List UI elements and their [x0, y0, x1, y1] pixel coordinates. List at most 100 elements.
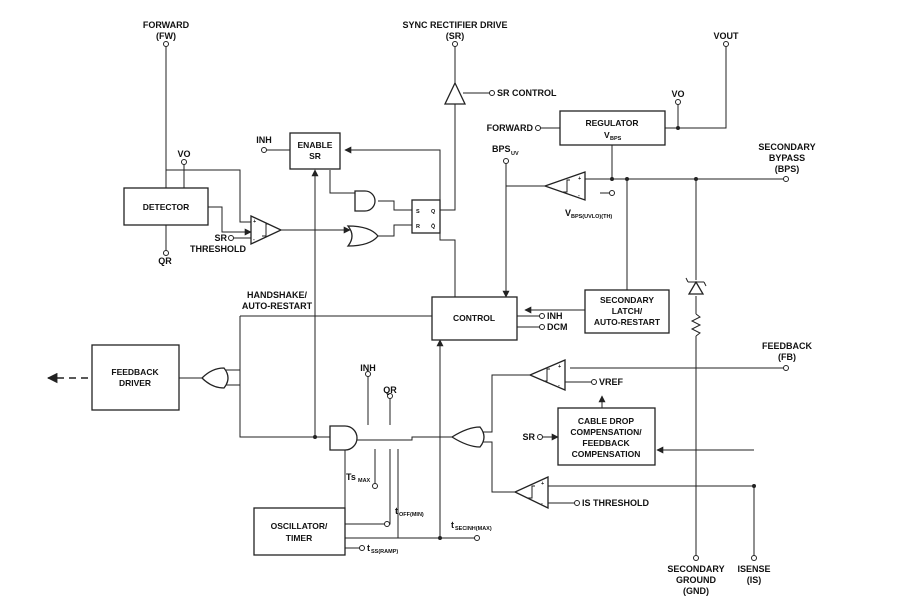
zener-diode [685, 277, 707, 295]
oscillator-timer-block: OSCILLATOR/ TIMER [253, 507, 346, 556]
svg-text:SS(RAMP): SS(RAMP) [371, 549, 398, 555]
svg-text:OSCILLATOR/: OSCILLATOR/ [271, 521, 328, 531]
svg-text:-: - [558, 383, 560, 389]
cable-drop-block: CABLE DROP COMPENSATION/ FEEDBACK COMPEN… [557, 407, 656, 466]
sr-threshold-comparator: + - [250, 214, 283, 246]
svg-text:+: + [253, 219, 256, 225]
svg-text:(SR): (SR) [446, 31, 465, 41]
svg-text:FORWARD: FORWARD [487, 123, 534, 133]
svg-text:SYNC RECTIFIER DRIVE: SYNC RECTIFIER DRIVE [402, 20, 507, 30]
svg-text:MAX: MAX [358, 478, 371, 484]
svg-text:BPS(UVLO)(TH): BPS(UVLO)(TH) [571, 214, 612, 220]
svg-text:SECINH(MAX): SECINH(MAX) [455, 526, 492, 532]
svg-text:OFF(MIN): OFF(MIN) [399, 512, 424, 518]
svg-text:VOUT: VOUT [713, 31, 739, 41]
sr-latch-block: S R Q Q̄ [411, 199, 441, 234]
feedback-comparator: + - [528, 359, 566, 391]
svg-text:ISENSE: ISENSE [737, 564, 770, 574]
svg-text:ENABLE: ENABLE [298, 140, 333, 150]
svg-text:COMPENSATION/: COMPENSATION/ [570, 427, 642, 437]
svg-text:SECONDARY: SECONDARY [600, 295, 654, 305]
svg-text:THRESHOLD: THRESHOLD [190, 244, 247, 254]
svg-text:CABLE DROP: CABLE DROP [578, 416, 635, 426]
svg-text:Q̄: Q̄ [431, 223, 436, 230]
svg-text:GROUND: GROUND [676, 575, 716, 585]
svg-text:-: - [253, 237, 255, 243]
svg-text:SR: SR [214, 233, 227, 243]
svg-text:+: + [578, 176, 581, 182]
svg-text:UV: UV [511, 151, 519, 157]
svg-text:S: S [416, 209, 420, 215]
svg-text:Ts: Ts [346, 472, 356, 482]
svg-text:SR: SR [522, 432, 535, 442]
secondary-latch-block: SECONDARY LATCH/ AUTO-RESTART [584, 289, 670, 334]
svg-text:-: - [578, 193, 580, 199]
pin-circles [163, 41, 789, 561]
svg-text:BYPASS: BYPASS [769, 153, 805, 163]
detector-block: DETECTOR [123, 187, 209, 226]
svg-text:LATCH/: LATCH/ [612, 306, 643, 316]
svg-text:SECONDARY: SECONDARY [758, 142, 815, 152]
resistor [690, 313, 702, 337]
regulator-block: REGULATOR V BPS [559, 110, 666, 146]
svg-text:DRIVER: DRIVER [119, 378, 151, 388]
svg-text:R: R [416, 224, 420, 230]
svg-text:+: + [541, 481, 544, 487]
svg-text:REGULATOR: REGULATOR [585, 118, 638, 128]
and-gate-top [354, 190, 376, 212]
svg-text:IS THRESHOLD: IS THRESHOLD [582, 498, 650, 508]
svg-text:HANDSHAKE/: HANDSHAKE/ [247, 290, 308, 300]
svg-text:SR CONTROL: SR CONTROL [497, 88, 557, 98]
or-gate-top [346, 225, 379, 247]
svg-text:(IS): (IS) [747, 575, 762, 585]
svg-text:V: V [565, 208, 571, 218]
svg-text:DETECTOR: DETECTOR [143, 202, 190, 212]
svg-text:FEEDBACK: FEEDBACK [582, 438, 630, 448]
svg-text:(FW): (FW) [156, 31, 176, 41]
svg-text:t: t [395, 506, 398, 516]
svg-text:COMPENSATION: COMPENSATION [572, 449, 641, 459]
enable-sr-block: ENABLE SR [289, 132, 341, 170]
control-block: CONTROL [431, 296, 518, 341]
svg-text:QR: QR [158, 256, 172, 266]
or-gate-feedback-driver [201, 367, 229, 389]
svg-text:FEEDBACK: FEEDBACK [111, 367, 159, 377]
svg-text:t: t [367, 543, 370, 553]
junctions [313, 126, 756, 540]
svg-text:INH: INH [360, 363, 376, 373]
sr-driver-buffer [443, 81, 467, 105]
svg-text:VREF: VREF [599, 377, 624, 387]
svg-text:TIMER: TIMER [286, 533, 312, 543]
pin-labels: FORWARD (FW) SYNC RECTIFIER DRIVE (SR) V… [143, 20, 816, 596]
svg-text:SR: SR [309, 151, 321, 161]
svg-text:t: t [451, 520, 454, 530]
or-gate-bottom [450, 426, 485, 448]
svg-text:SECONDARY: SECONDARY [667, 564, 724, 574]
uvlo-comparator: + - [543, 171, 586, 201]
svg-text:FORWARD: FORWARD [143, 20, 190, 30]
svg-text:CONTROL: CONTROL [453, 313, 495, 323]
svg-text:-: - [541, 501, 543, 507]
svg-text:DCM: DCM [547, 322, 568, 332]
svg-text:FEEDBACK: FEEDBACK [762, 341, 813, 351]
wires [46, 46, 786, 556]
svg-text:BPS: BPS [610, 136, 622, 142]
svg-text:+: + [558, 364, 561, 370]
svg-text:QR: QR [383, 385, 397, 395]
svg-text:(GND): (GND) [683, 586, 709, 596]
svg-text:BPS: BPS [492, 144, 511, 154]
svg-text:AUTO-RESTART: AUTO-RESTART [242, 301, 313, 311]
is-threshold-comparator: + - [513, 475, 549, 510]
svg-text:V: V [604, 130, 610, 140]
feedback-driver-block: FEEDBACK DRIVER [91, 344, 180, 411]
svg-text:INH: INH [256, 135, 272, 145]
svg-text:AUTO-RESTART: AUTO-RESTART [594, 317, 661, 327]
svg-text:(FB): (FB) [778, 352, 796, 362]
svg-text:Q: Q [431, 209, 436, 215]
svg-text:(BPS): (BPS) [775, 164, 800, 174]
svg-text:VO: VO [177, 149, 190, 159]
and-gate-bottom [329, 425, 358, 451]
svg-text:INH: INH [547, 311, 563, 321]
svg-text:VO: VO [671, 89, 684, 99]
